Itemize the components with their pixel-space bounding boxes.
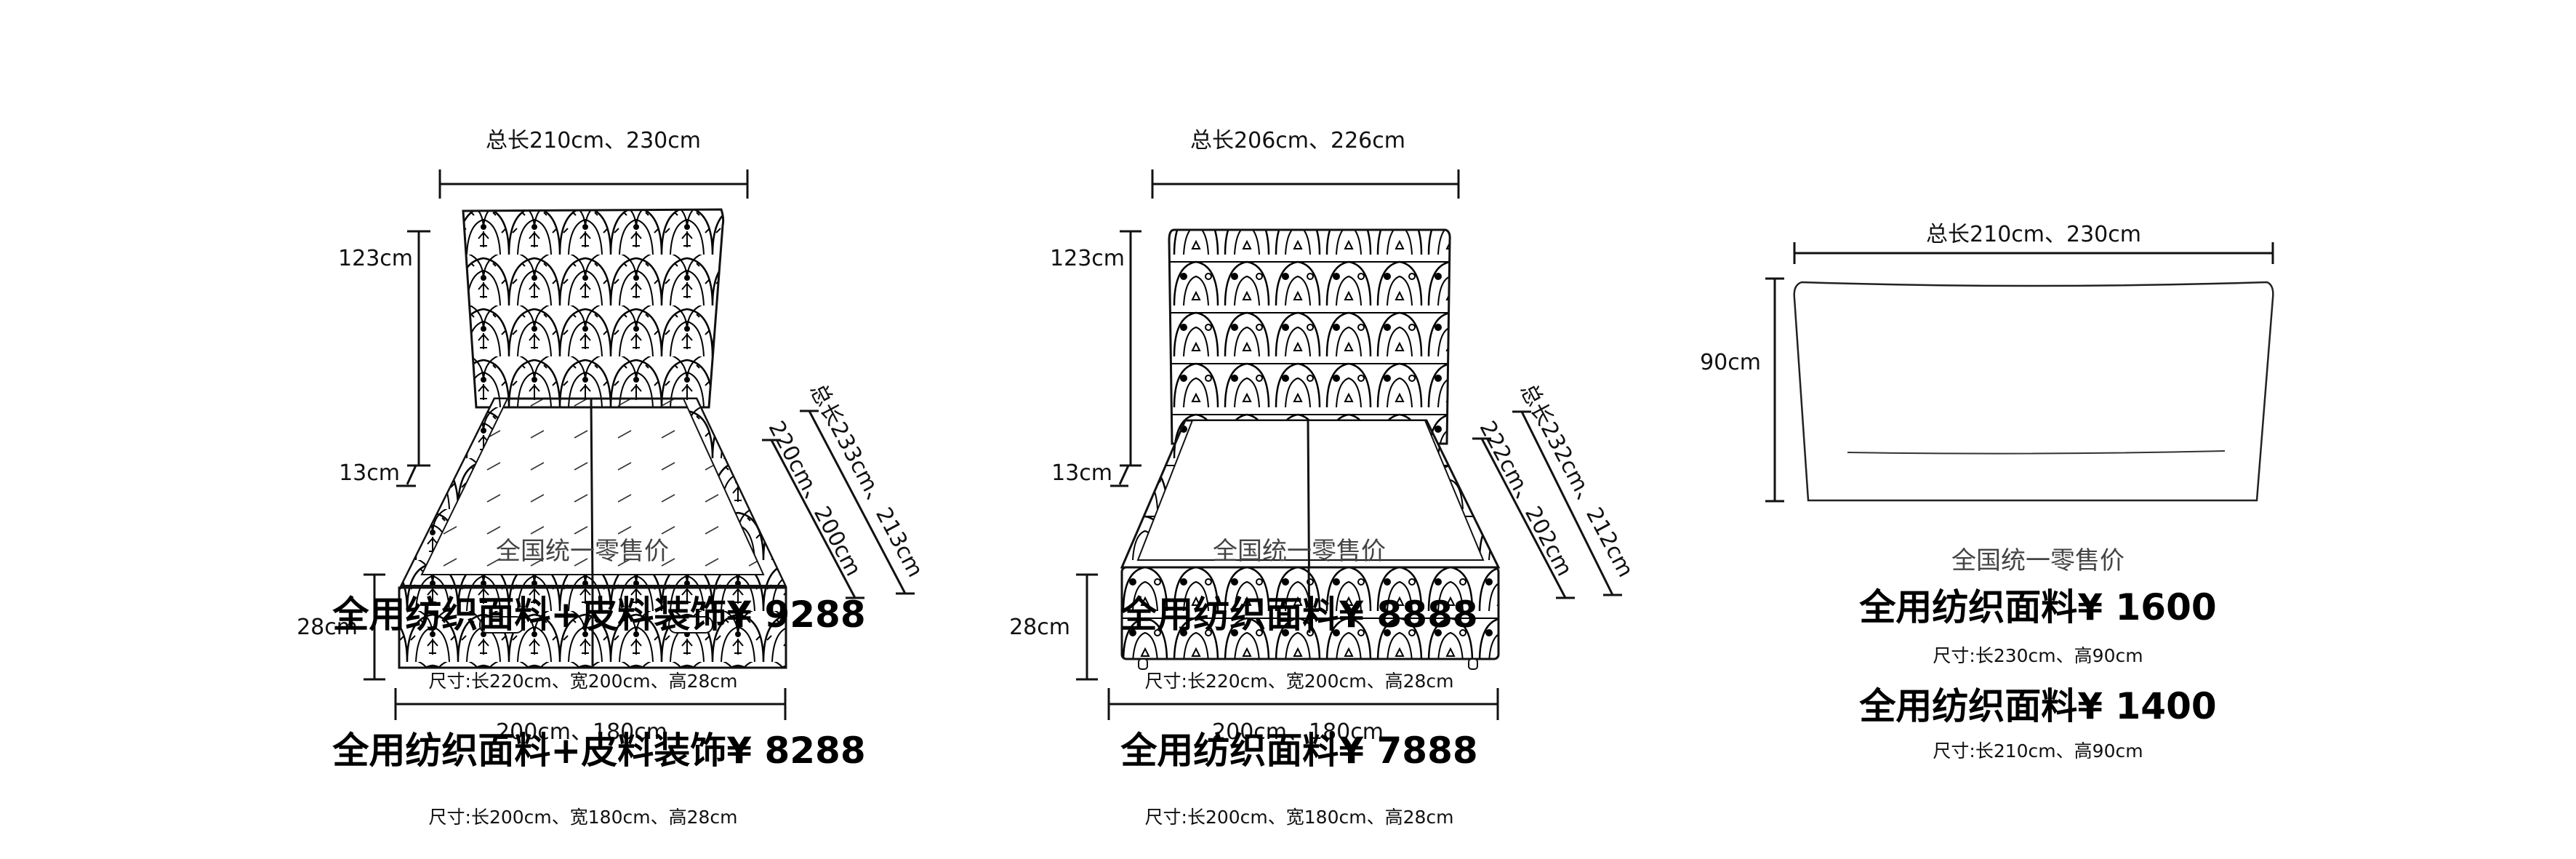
headboard-seam	[1847, 450, 2226, 455]
gap-height-label: 13cm	[1051, 460, 1112, 486]
price-option-2: 全用纺织面料¥ 1400	[1858, 685, 2216, 727]
product-3-pricing: 全国统一零售价 全用纺织面料¥ 1600 尺寸:长230cm、高90cm 全用纺…	[1858, 546, 2216, 762]
size-option-2: 尺寸:长200cm、宽180cm、高28cm	[1145, 807, 1454, 828]
base-height-dimension: 28cm	[297, 573, 385, 681]
retail-price-label: 全国统一零售价	[1951, 546, 2124, 575]
price-option-1: 全用纺织面料¥ 8888	[1120, 594, 1477, 636]
product-3-drawing: 总长210cm、230cm 90cm	[1700, 222, 2274, 503]
base-height-label: 28cm	[297, 615, 358, 640]
leg-left	[1138, 658, 1148, 670]
gap-height-label: 13cm	[339, 460, 400, 486]
mattress	[1136, 420, 1485, 561]
retail-price-label: 全国统一零售价	[496, 537, 669, 566]
retail-price-label: 全国统一零售价	[1213, 537, 1386, 566]
headboard-height-dimension: 123cm 13cm	[1050, 230, 1141, 487]
top-width-label: 总长210cm、230cm	[1926, 222, 2141, 247]
size-option-1: 尺寸:长220cm、宽200cm、高28cm	[429, 671, 738, 692]
base-height-label: 28cm	[1009, 615, 1070, 640]
base-height-dimension: 28cm	[1009, 573, 1098, 681]
height-dimension: 90cm	[1700, 277, 1784, 503]
platform-trim	[400, 398, 787, 586]
top-width-dimension: 总长206cm、226cm	[1151, 128, 1460, 199]
size-option-1: 尺寸:长230cm、高90cm	[1933, 645, 2143, 666]
drawer-handle-left[interactable]	[479, 616, 524, 634]
headboard-height-label: 123cm	[338, 246, 413, 271]
product-2-pricing: 全国统一零售价 全用纺织面料¥ 8888 尺寸:长220cm、宽200cm、高2…	[1120, 537, 1477, 828]
depth-dimensions: 220cm、200cm 总长233cm、213cm	[762, 380, 928, 599]
price-option-2: 全用纺织面料+皮料装饰¥ 8288	[332, 730, 865, 772]
top-width-dimension: 总长210cm、230cm	[438, 128, 749, 199]
size-option-2: 尺寸:长200cm、宽180cm、高28cm	[429, 807, 738, 828]
headboard-height-label: 123cm	[1050, 246, 1125, 271]
drawer-handle-right[interactable]	[668, 616, 713, 634]
bottom-width-label: 200cm、180cm	[1212, 719, 1384, 745]
mattress-split-line	[590, 398, 594, 586]
height-label: 90cm	[1700, 350, 1761, 375]
product-1-drawing: 总长210cm、230cm 123cm 13cm 28cm	[297, 128, 928, 745]
price-option-1: 全用纺织面料¥ 1600	[1858, 586, 2216, 628]
bottom-width-dimension: 200cm、180cm	[1107, 688, 1499, 745]
outer-depth-label: 总长233cm、213cm	[804, 380, 928, 582]
size-option-2: 尺寸:长210cm、高90cm	[1933, 740, 2143, 762]
bottom-width-label: 200cm、180cm	[496, 719, 667, 745]
price-option-1: 全用纺织面料+皮料装饰¥ 9288	[332, 594, 865, 636]
product-2-drawing: 总长206cm、226cm 123cm 13cm 28cm	[1009, 128, 1638, 745]
bottom-width-dimension: 200cm、180cm	[394, 688, 787, 745]
top-width-dimension: 总长210cm、230cm	[1793, 222, 2274, 264]
size-option-1: 尺寸:长220cm、宽200cm、高28cm	[1145, 671, 1454, 692]
top-width-label: 总长210cm、230cm	[486, 128, 701, 153]
outer-depth-label: 总长232cm、212cm	[1514, 380, 1638, 582]
headboard-height-dimension: 123cm 13cm	[338, 230, 430, 487]
leg-right	[1468, 658, 1478, 670]
price-option-2: 全用纺织面料¥ 7888	[1120, 730, 1477, 772]
headboard	[462, 208, 725, 409]
headboard	[1168, 228, 1451, 445]
product-1-pricing: 全国统一零售价 全用纺织面料+皮料装饰¥ 9288 尺寸:长220cm、宽200…	[332, 537, 865, 828]
headboard	[1793, 281, 2274, 502]
top-width-label: 总长206cm、226cm	[1190, 128, 1405, 153]
